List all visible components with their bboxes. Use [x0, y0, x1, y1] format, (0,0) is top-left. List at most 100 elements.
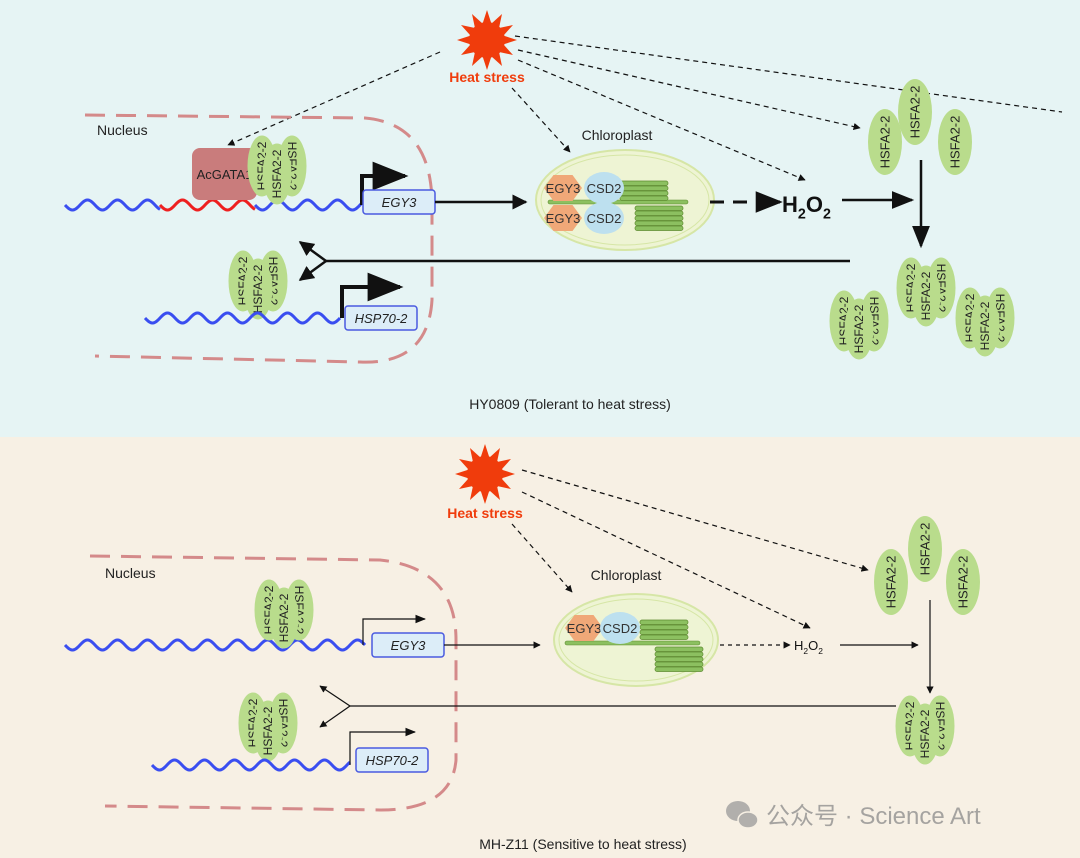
svg-text:EGY3: EGY3 [546, 181, 581, 196]
chloroplast-label: Chloroplast [591, 567, 662, 583]
hsp70-gene-box: HSP70-2 [344, 305, 418, 331]
egy3-protein: EGY3 [544, 175, 582, 201]
svg-text:AcGATA1: AcGATA1 [197, 167, 253, 182]
egy3-gene-box: EGY3 [362, 189, 436, 215]
hsfa2-2-subunit: HSFA2-2 [262, 143, 292, 205]
svg-text:H2O2: H2O2 [782, 192, 831, 223]
hsfa2-2-monomer: HSFA2-2 [938, 109, 972, 175]
heat-stress-label: Heat stress [447, 505, 523, 521]
chloroplast-label: Chloroplast [582, 127, 653, 143]
heat-dashed-line [514, 35, 1063, 113]
heat-to-chloroplast-arrow [511, 523, 573, 593]
feedback-arrow-lower [298, 259, 327, 282]
hsfa2-2-label: HSFA2-2 [270, 149, 284, 198]
heat-to-h2o2-arrow [521, 491, 811, 629]
thylakoid-stack [634, 205, 684, 231]
csd2-protein: CSD2 [600, 612, 640, 644]
tolerant-panel-background [0, 0, 1080, 437]
heat-to-hsfa-arrow [521, 469, 869, 572]
hsp70-promoter-arrow [340, 272, 404, 318]
svg-text:HSP70-2: HSP70-2 [355, 311, 409, 326]
nucleus-label: Nucleus [97, 122, 148, 138]
hsfa2-2-label: HSFA2-2 [908, 86, 923, 139]
hsfa2-2-label: HSFA2-2 [956, 556, 971, 609]
dna-strand [143, 311, 342, 325]
csd2-protein: CSD2 [584, 202, 624, 234]
svg-text:CSD2: CSD2 [603, 621, 638, 636]
hsfa2-2-label: HSFA2-2 [918, 523, 933, 576]
thylakoid-stack [654, 646, 704, 672]
thylakoid-stack [619, 180, 669, 201]
sun-icon [457, 10, 517, 70]
sun-icon [455, 444, 515, 504]
svg-text:EGY3: EGY3 [546, 211, 581, 226]
hsfa2-2-subunit: HSFA2-2 [243, 258, 273, 320]
dna-strand [63, 198, 161, 212]
watermark: 公众号 · Science Art [726, 801, 981, 830]
nucleus-membrane [89, 554, 458, 812]
wechat-icon [726, 801, 759, 829]
sensitive-caption: MH-Z11 (Sensitive to heat stress) [479, 836, 686, 852]
feedback-arrow-upper [319, 685, 351, 707]
hsfa2-2-label: HSFA2-2 [884, 556, 899, 609]
hsfa2-2-label: HSFA2-2 [919, 271, 933, 320]
hsp70-promoter-arrow [349, 727, 417, 765]
hsfa2-2-label: HSFA2-2 [852, 304, 866, 353]
hsfa2-2-label: HSFA2-2 [978, 301, 992, 350]
hsfa2-2-subunit: HSFA2-2 [970, 295, 1000, 357]
tolerant-caption: HY0809 (Tolerant to heat stress) [469, 396, 671, 412]
hsfa2-2-label: HSFA2-2 [878, 116, 893, 169]
svg-text:CSD2: CSD2 [587, 211, 622, 226]
heat-to-h2o2-arrow [517, 59, 806, 181]
hsfa2-2-monomer: HSFA2-2 [868, 109, 902, 175]
stroma-lamella [547, 199, 689, 205]
stroma-lamella [564, 640, 701, 646]
nucleus-label: Nucleus [105, 565, 156, 581]
svg-text:H2O2: H2O2 [794, 638, 823, 656]
svg-text:CSD2: CSD2 [587, 181, 622, 196]
egy3-gene-box: EGY3 [371, 632, 445, 658]
hsfa2-2-label: HSFA2-2 [948, 116, 963, 169]
feedback-arrow-upper [298, 240, 327, 263]
hsfa2-2-monomer: HSFA2-2 [946, 549, 980, 615]
hsfa2-2-monomer: HSFA2-2 [908, 516, 942, 582]
dna-strand [63, 638, 367, 652]
hsfa2-2-subunit: HSFA2-2 [911, 265, 941, 327]
acgata1-protein: AcGATA1 [192, 148, 257, 200]
heat-stress-label: Heat stress [449, 69, 525, 85]
heat-to-hsfa-arrow [517, 49, 861, 131]
hsfa2-2-monomer: HSFA2-2 [898, 79, 932, 145]
hsfa2-2-subunit: HSFA2-2 [910, 703, 940, 765]
svg-text:HSP70-2: HSP70-2 [366, 753, 420, 768]
hsfa2-2-subunit: HSFA2-2 [253, 700, 283, 762]
svg-text:EGY3: EGY3 [567, 621, 602, 636]
h2o2-label: H2O2 [794, 638, 823, 656]
egy3-protein: EGY3 [544, 205, 582, 231]
feedback-arrow-lower [319, 705, 351, 728]
gata-binding-site [158, 198, 256, 212]
thylakoid-stack [639, 619, 689, 640]
hsfa2-2-label: HSFA2-2 [277, 593, 291, 642]
csd2-protein: CSD2 [584, 172, 624, 204]
hsfa2-2-monomer: HSFA2-2 [874, 549, 908, 615]
hsfa2-2-label: HSFA2-2 [261, 706, 275, 755]
hsfa2-2-label: HSFA2-2 [251, 264, 265, 313]
hsp70-gene-box: HSP70-2 [355, 747, 429, 773]
heat-to-acgata1-arrow [227, 51, 441, 146]
hsfa2-2-subunit: HSFA2-2 [844, 298, 874, 360]
egy3-protein: EGY3 [565, 615, 603, 641]
egy3-promoter-arrow [360, 161, 409, 205]
svg-text:EGY3: EGY3 [382, 195, 417, 210]
svg-text:EGY3: EGY3 [391, 638, 426, 653]
hsfa2-2-subunit: HSFA2-2 [269, 587, 299, 649]
